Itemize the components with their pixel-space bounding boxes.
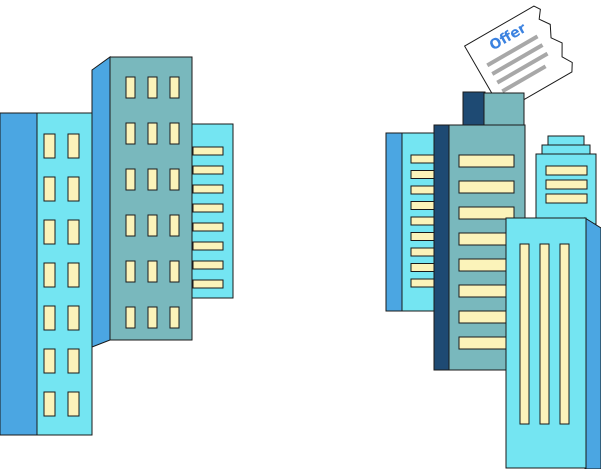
document-line <box>486 34 539 68</box>
right-front-building <box>505 217 601 469</box>
right-rooftop-block <box>462 91 486 129</box>
building-window <box>125 214 136 237</box>
building-window <box>458 154 515 168</box>
building-window <box>67 219 80 245</box>
building-window <box>169 76 180 99</box>
building-window <box>125 306 136 329</box>
building-window <box>192 260 224 270</box>
building-window <box>192 241 224 251</box>
document-line <box>491 43 544 76</box>
building-window <box>192 279 224 289</box>
building-window <box>125 168 136 191</box>
right-center-building <box>448 124 526 371</box>
building-window <box>147 306 158 329</box>
building-window <box>67 262 80 288</box>
offer-document: Offer <box>463 5 573 113</box>
building-window <box>410 216 438 226</box>
building-window <box>67 348 80 374</box>
right-center-building-windows <box>458 154 515 350</box>
right-small-building <box>535 135 597 225</box>
right-left-building-windows <box>410 154 438 288</box>
left-center-building-windows <box>125 76 180 329</box>
vertical-window-strip <box>539 243 550 425</box>
left-center-building-side <box>91 56 111 348</box>
building-window <box>410 154 438 164</box>
document-line <box>496 51 549 85</box>
building-window <box>147 168 158 191</box>
vertical-window-strip <box>559 243 570 425</box>
building-window <box>410 170 438 179</box>
left-tall-building-side <box>0 112 39 436</box>
building-window <box>67 305 80 331</box>
building-window <box>192 146 224 156</box>
building-window <box>458 206 515 220</box>
building-window <box>43 391 56 417</box>
building-window <box>192 222 224 232</box>
building-window <box>410 185 438 195</box>
building-window <box>410 247 438 257</box>
building-window <box>125 76 136 99</box>
building-window <box>67 176 80 202</box>
building-window <box>192 165 224 175</box>
building-window <box>43 348 56 374</box>
right-center-building-side <box>433 124 451 371</box>
building-window <box>43 133 56 159</box>
building-window <box>545 165 588 176</box>
building-window <box>169 306 180 329</box>
building-window <box>147 76 158 99</box>
building-window <box>545 193 588 204</box>
building-window <box>67 133 80 159</box>
right-small-building-windows <box>545 165 588 204</box>
building-window <box>169 168 180 191</box>
building-window <box>410 278 438 288</box>
left-short-building <box>190 123 234 299</box>
building-window <box>169 260 180 283</box>
building-window <box>192 203 224 213</box>
building-window <box>147 122 158 145</box>
building-window <box>43 262 56 288</box>
left-short-building-windows <box>192 146 224 289</box>
building-window <box>125 260 136 283</box>
building-window <box>43 305 56 331</box>
building-window <box>67 391 80 417</box>
building-window <box>545 179 588 190</box>
building-window <box>169 214 180 237</box>
building-window <box>43 219 56 245</box>
vertical-window-strip <box>519 243 530 425</box>
building-window <box>147 214 158 237</box>
building-window <box>410 263 438 272</box>
left-tall-building-windows <box>43 133 80 417</box>
building-window <box>410 232 438 241</box>
building-window <box>169 122 180 145</box>
left-tall-building <box>36 112 93 436</box>
building-window <box>192 184 224 194</box>
building-window <box>458 180 515 194</box>
document-line <box>501 64 547 94</box>
building-window <box>410 201 438 210</box>
right-center-roof-box <box>483 92 525 129</box>
building-window <box>43 176 56 202</box>
building-window <box>147 260 158 283</box>
building-window <box>125 122 136 145</box>
left-center-building <box>109 56 193 341</box>
